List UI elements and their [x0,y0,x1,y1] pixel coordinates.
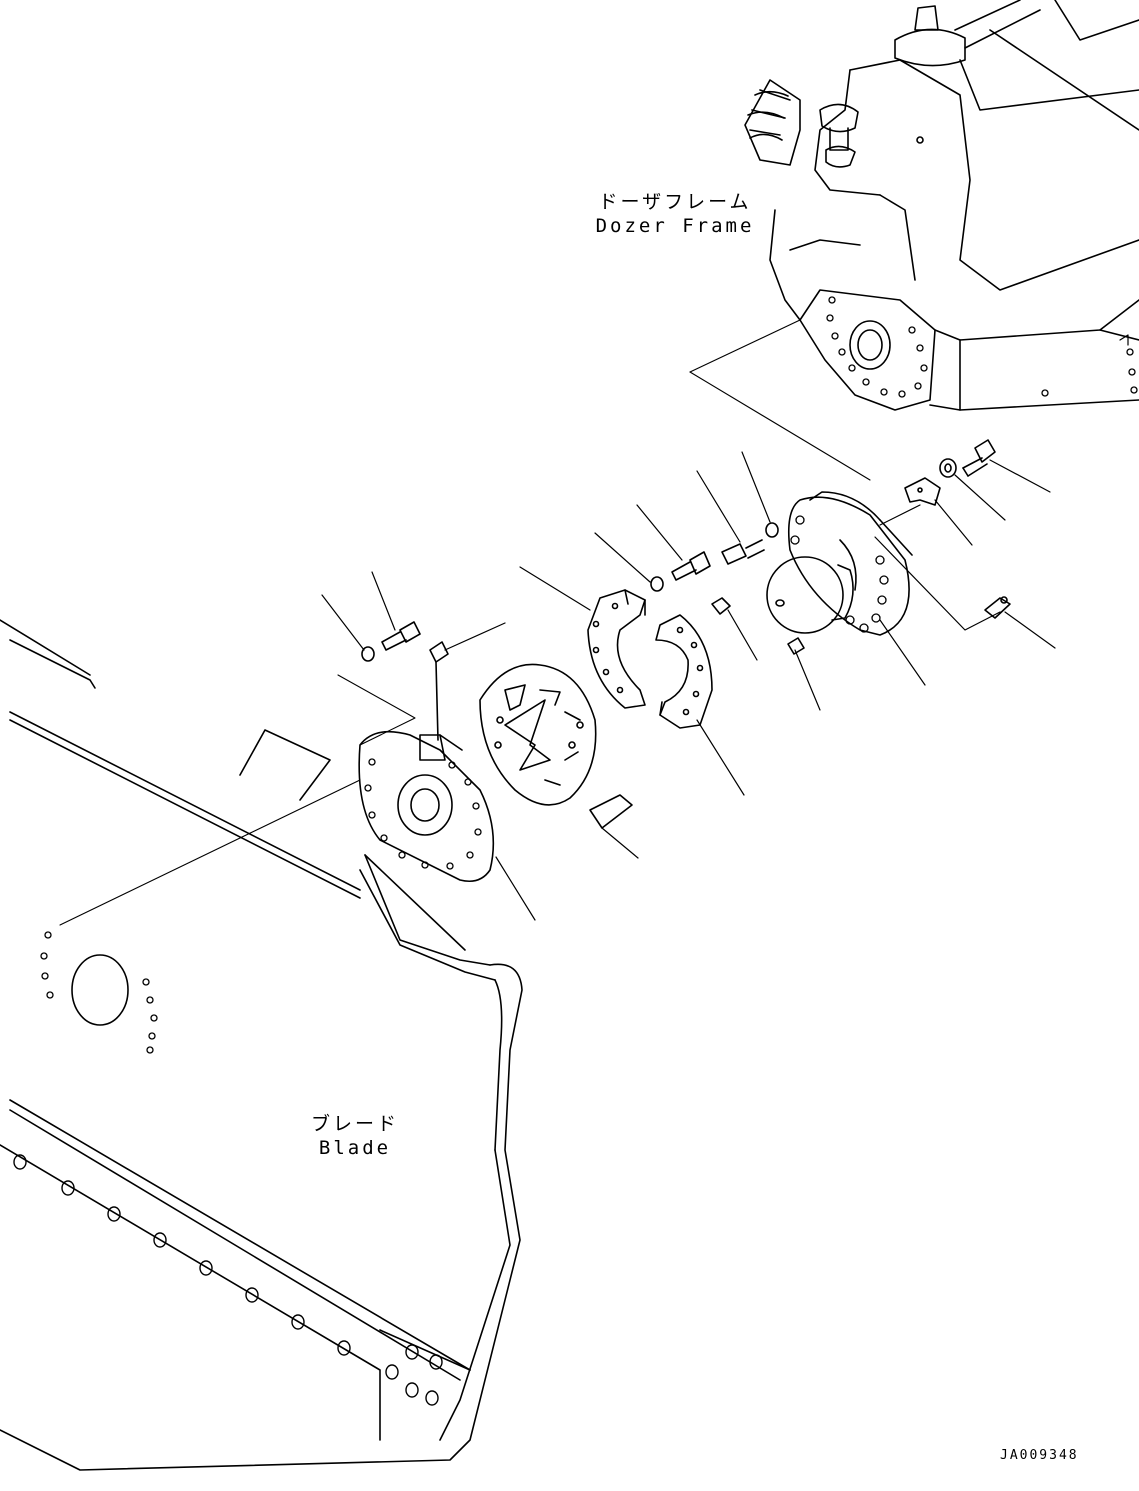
grease-fitting-left [429,641,449,741]
washer-small [650,576,664,592]
dozer-frame-label-en: Dozer Frame [595,215,755,237]
blade-label-jp: ブレード [310,1113,399,1135]
washer-left [361,646,375,662]
bolt-mid-lower [671,551,711,581]
cap-half-upper [587,589,646,709]
blade-label: ブレード Blade [300,1112,410,1160]
cap-half-lower [655,614,713,729]
frame-reference-line [689,319,871,481]
blade [0,619,523,1471]
blade-reference-line [59,779,361,926]
dozer-frame [744,0,1139,411]
dozer-frame-label: ドーザフレーム Dozer Frame [585,190,765,238]
blade-mounting-plate [358,730,495,883]
ball-stud [766,556,854,634]
dozer-frame-label-jp: ドーザフレーム [598,191,752,213]
callout-lines [321,451,1056,921]
ball-housing [787,491,913,636]
bolt-left [381,621,421,651]
plug-right [787,637,805,655]
drawing-id: JA009348 [1000,1448,1079,1463]
bolt-right [962,439,996,477]
washer-mid [765,522,779,538]
lock-plate [904,477,941,506]
plug-center [711,597,731,615]
shims [479,663,633,829]
plate-reference-line [337,674,416,746]
washer-right [939,458,957,478]
grease-fitting-right [984,596,1011,619]
blade-label-en: Blade [318,1137,392,1159]
bolt-mid-upper [721,539,765,565]
